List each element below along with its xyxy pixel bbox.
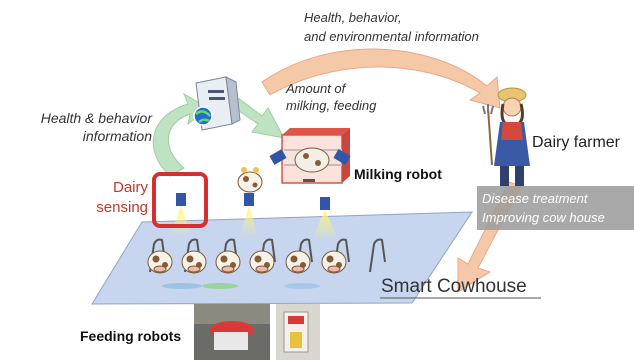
- camera-icons: [176, 149, 351, 210]
- feeding-robots-label: Feeding robots: [80, 328, 182, 344]
- server-arrow-label: Amount of milking, feeding: [286, 81, 377, 113]
- treatment-label: Disease treatment Improving cow house: [482, 191, 605, 225]
- top-flow-arrow: [261, 48, 501, 109]
- milking-robot-label: Milking robot: [354, 166, 442, 182]
- smart-cowhouse-label: Smart Cowhouse: [381, 276, 527, 297]
- cow-row: [147, 250, 347, 274]
- dairy-farmer-label: Dairy farmer: [532, 134, 621, 151]
- left-arrow-label: Health & behavior information: [40, 110, 152, 144]
- server-icon: [193, 76, 241, 131]
- milking-robot-unit: [281, 128, 350, 184]
- treatment-box: [477, 186, 634, 230]
- cow-icon: [237, 167, 263, 193]
- feeding-robot-photo: [194, 304, 270, 360]
- dairy-sensing-label: Dairy sensing: [96, 179, 148, 216]
- feeding-robot-photo-2: [276, 304, 320, 360]
- top-arrow-label: Health, behavior, and environmental info…: [304, 10, 479, 44]
- sensing-highlight-box: [152, 172, 208, 228]
- farmer-icon: [482, 87, 530, 186]
- stall-rails: [149, 238, 386, 273]
